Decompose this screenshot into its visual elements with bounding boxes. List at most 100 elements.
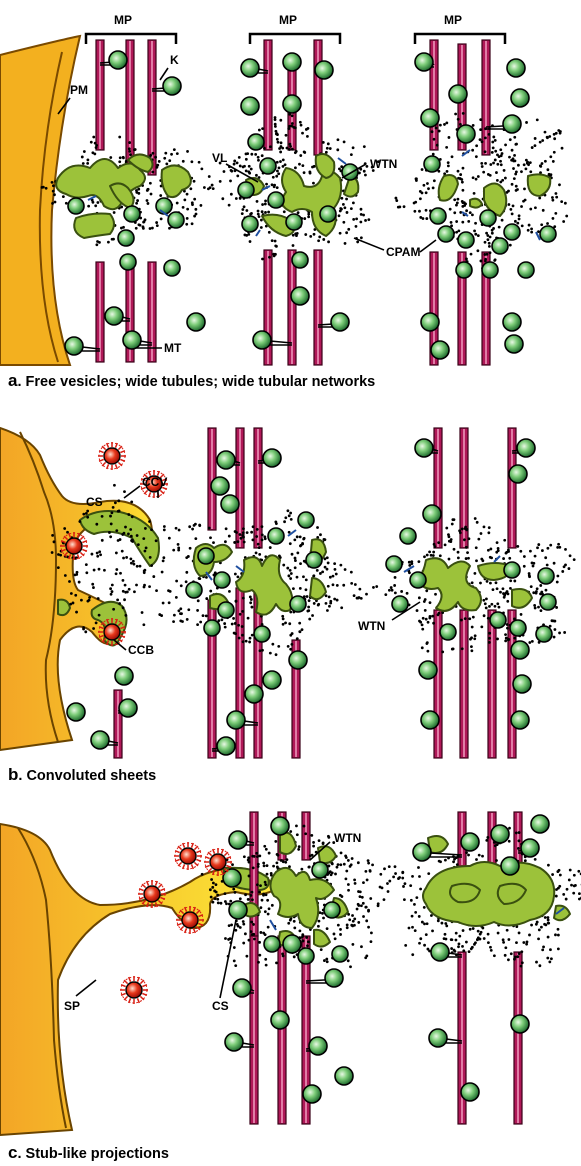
microtubule [250,936,258,1124]
clathrin-coated-vesicle [120,976,148,1004]
panel-a: MP MP MP K PM VL WTN CPAM MT a. Free ves… [0,13,568,390]
clathrin-coated-vesicle [174,842,202,870]
microtubule [288,250,296,365]
vesicle [511,89,529,107]
panel-b: CCV CS CCB WTN b. Convoluted sheets [0,428,576,784]
vesicle [513,675,531,693]
vesicle [421,711,439,729]
microtubule [508,428,516,548]
vesicle [291,287,309,305]
vesicle [290,596,306,612]
microtubule [460,610,468,758]
caption-a: a. Free vesicles; wide tubules; wide tub… [8,371,375,390]
microtubule [264,40,272,150]
vesicle [227,711,258,729]
vesicle [315,61,333,79]
vesicle [260,158,276,174]
vesicle [118,230,134,246]
clathrin-coated-vesicle [176,906,204,934]
label-mp-3: MP [444,13,462,27]
clathrin-coated-vesicle [98,442,126,470]
vesicle [67,703,85,721]
vesicle [263,671,281,689]
vesicle [156,198,172,214]
vesicle [421,313,439,331]
vesicle [429,1029,462,1047]
label-cs-c: CS [212,999,229,1013]
vesicle [400,528,416,544]
vesicle [242,216,258,232]
label-wtn-c: WTN [334,831,361,845]
vesicle [504,224,520,240]
vesicle [505,335,523,353]
vesicle [511,1015,529,1033]
vesicle [211,477,229,495]
vesicle [238,182,254,198]
vesicle [187,313,205,331]
vesicle [511,711,529,729]
vesicle [458,232,474,248]
microtubule [148,262,156,362]
vesicle [518,262,534,278]
panel-c: WTN SP CS c. Stub-like projections [0,812,581,1162]
vesicle [335,1067,353,1085]
vesicle [283,95,301,113]
vesicle [461,833,479,851]
label-k: K [170,53,179,67]
vesicle [292,252,308,268]
vesicle [504,562,520,578]
microtubule [96,262,104,362]
vesicle [306,552,322,568]
vesicle [510,620,526,636]
vesicle [268,528,284,544]
vesicle [440,624,456,640]
vesicle [419,661,437,679]
vesicle [68,198,84,214]
vesicle [431,341,449,359]
microtubule [302,812,310,860]
label-ccv: CCV [142,475,167,489]
vesicle [332,946,348,962]
vesicle [482,262,498,278]
vesicle [342,164,358,180]
label-pm: PM [70,83,88,97]
vesicle [491,825,509,843]
microtubules [250,812,522,1124]
microtubule [278,936,286,1124]
vesicle [457,125,475,143]
vesicle [214,572,230,588]
vesicle [538,568,554,584]
label-sp: SP [64,999,80,1013]
vesicle [245,685,263,703]
label-vl: VL [212,151,227,165]
vesicle [298,512,314,528]
vesicles [223,815,564,1103]
vesicle [283,935,301,953]
vesicle [540,594,556,610]
clathrin-coated-vesicle [138,880,166,908]
vesicle [118,699,137,717]
clathrin-coated-vesicles [120,842,232,1004]
microtubule [96,40,104,150]
vesicle [221,495,239,513]
vesicle [320,206,336,222]
vesicle [115,667,133,685]
label-cs: CS [86,495,103,509]
vesicle [511,641,529,659]
vesicle [423,505,441,523]
vesicle [438,226,454,242]
vesicle [204,620,220,636]
vesicle [289,651,307,669]
vesicle [531,815,549,833]
vesicle [65,337,100,355]
vesicle [501,857,519,875]
vesicle [164,260,180,276]
vesicle [271,1011,289,1029]
vesicle [120,254,136,270]
label-mt: MT [164,341,182,355]
vesicle [286,214,302,230]
vesicle [303,1085,321,1103]
vesicle [392,596,408,612]
vesicle [124,206,140,222]
